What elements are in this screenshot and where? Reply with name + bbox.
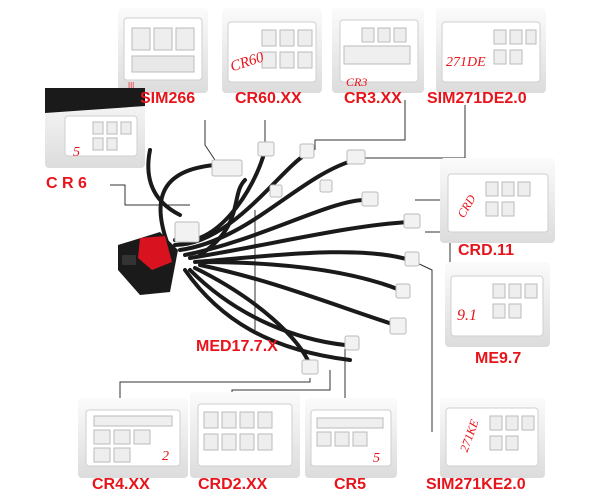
leader-cr6 xyxy=(110,184,190,206)
leader-sim271de xyxy=(355,105,466,159)
label-med177: MED17.7.X xyxy=(196,338,278,355)
photo-cr5: 5 xyxy=(305,398,397,478)
pigtail-plug xyxy=(301,359,319,375)
pigtail-plug xyxy=(404,251,420,267)
photo-me97: 9.1 xyxy=(445,262,550,347)
photo-crd2 xyxy=(190,392,300,478)
pigtail-plug xyxy=(361,191,379,207)
label-cr5: CR5 xyxy=(334,476,367,493)
label-crd11: CRD.11 xyxy=(458,242,515,259)
cr4-handwriting: 2 xyxy=(162,449,169,464)
pigtail-plug xyxy=(269,184,283,198)
label-sim271ke: SIM271KE2.0 xyxy=(426,476,526,493)
cr3-handwriting: CR3 xyxy=(346,75,367,89)
cr5-handwriting: 5 xyxy=(373,451,380,466)
photo-cr6: 5 xyxy=(45,88,145,168)
pigtail-plug xyxy=(389,317,407,335)
main-obd-plug xyxy=(118,232,178,295)
pigtail-plug xyxy=(299,143,315,159)
sim271de-handwriting: 271DE xyxy=(446,55,486,70)
leader-sim266 xyxy=(204,120,216,161)
label-cr60: CR60.XX xyxy=(235,90,302,107)
sim266-handwriting: ||| xyxy=(128,81,134,90)
pigtail-plug xyxy=(403,213,421,229)
label-cr3: CR3.XX xyxy=(344,90,402,107)
pigtail-plug xyxy=(344,335,360,351)
leader-cr3 xyxy=(314,100,406,150)
pigtail-plug xyxy=(174,221,200,243)
label-cr6: C R 6 xyxy=(46,175,87,192)
leader-sim271ke xyxy=(414,261,433,432)
label-sim266: SIM266 xyxy=(140,90,196,107)
photo-crd11: CRD xyxy=(440,158,555,243)
pigtail-connectors xyxy=(174,141,421,375)
pigtail-plug xyxy=(395,283,411,299)
me97-handwriting: 9.1 xyxy=(457,307,477,324)
photo-sim266: ||| xyxy=(118,8,208,93)
pigtail-plug xyxy=(211,159,243,177)
label-cr4: CR4.XX xyxy=(92,476,150,493)
photo-cr3: CR3 xyxy=(332,8,424,93)
photo-sim271ke: 271KE xyxy=(440,398,545,478)
label-sim271de: SIM271DE2.0 xyxy=(427,90,527,107)
pigtail-plug xyxy=(346,149,366,165)
pigtail-plug xyxy=(257,141,275,157)
leader-cr4 xyxy=(119,378,311,400)
photo-cr60: CR60 xyxy=(222,8,322,93)
cr6-handwriting: 5 xyxy=(73,145,80,160)
label-crd2: CRD2.XX xyxy=(198,476,268,493)
label-me97: ME9.7 xyxy=(475,350,522,367)
cable-bundle xyxy=(146,148,412,367)
pigtail-plug xyxy=(319,179,333,193)
photo-sim271de: 271DE xyxy=(436,8,546,93)
photo-cr4: 2 xyxy=(78,398,188,478)
